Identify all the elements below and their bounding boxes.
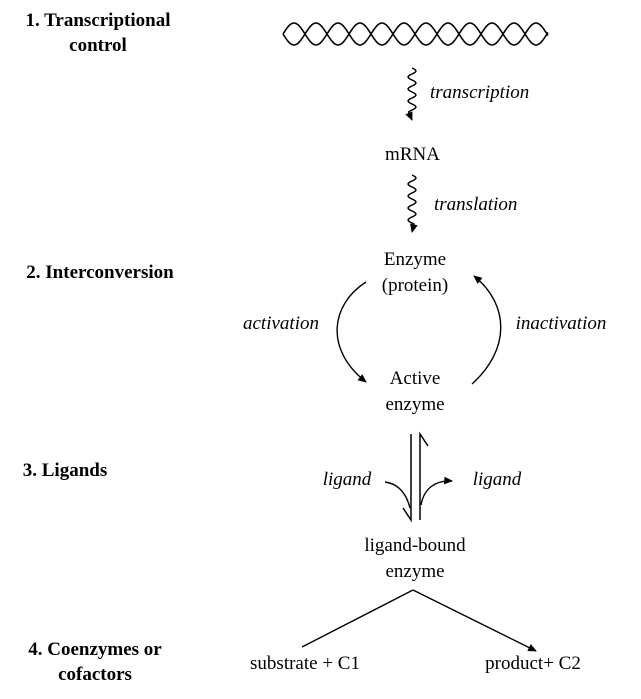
translation-arrow [407, 174, 418, 233]
product-line [412, 589, 537, 652]
dna-strand-b [282, 22, 549, 46]
dna-helix [282, 22, 549, 46]
transcription-label: transcription [430, 82, 530, 103]
substrate-line [301, 589, 414, 648]
ligand-in-label: ligand [322, 469, 372, 490]
inactivation-label: inactivation [515, 313, 607, 334]
ligand-bound-node: ligand-bound enzyme [340, 533, 490, 585]
level-3-text: 3. Ligands [22, 460, 108, 481]
activation-label: activation [243, 313, 319, 334]
ligand-in-arrow [384, 481, 411, 509]
level-4-label: 4. Coenzymes or cofactors [0, 637, 190, 687]
product-node: product+ C2 [468, 651, 598, 677]
transcription-arrow [405, 67, 417, 121]
release-harpoon [419, 431, 429, 520]
substrate-node: substrate + C1 [230, 651, 380, 677]
mrna-text: mRNA [385, 144, 440, 165]
level-2-text: 2. Interconversion [26, 262, 174, 283]
level-4-text: 4. Coenzymes or cofactors [28, 639, 162, 685]
active-enzyme-text-line1: Active [389, 368, 441, 389]
enzyme-text-line2: (protein) [381, 275, 449, 296]
ligand-out-label: ligand [472, 469, 522, 490]
level-3-label: 3. Ligands [0, 458, 130, 483]
translation-label: translation [434, 194, 518, 215]
level-2-label: 2. Interconversion [10, 260, 190, 285]
ligand-bound-text-line2: enzyme [385, 561, 445, 582]
level-1-label: 1. Transcriptional control [0, 8, 196, 58]
activation-arrow [336, 281, 367, 383]
enzyme-node: Enzyme (protein) [355, 247, 475, 299]
ligand-out-arrow [420, 476, 453, 506]
ligand-equilibrium-arrows [402, 431, 429, 523]
active-enzyme-text-line2: enzyme [385, 394, 445, 415]
product-text: product+ C2 [485, 653, 581, 674]
active-enzyme-node: Active enzyme [365, 366, 465, 418]
enzyme-text-line1: Enzyme [383, 249, 447, 270]
mrna-node: mRNA [365, 142, 460, 168]
inactivation-arrow [471, 275, 502, 385]
substrate-text: substrate + C1 [250, 653, 360, 674]
level-1-text: 1. Transcriptional control [25, 10, 171, 56]
ligand-bound-text-line1: ligand-bound [364, 535, 466, 556]
binding-harpoon [402, 434, 412, 523]
